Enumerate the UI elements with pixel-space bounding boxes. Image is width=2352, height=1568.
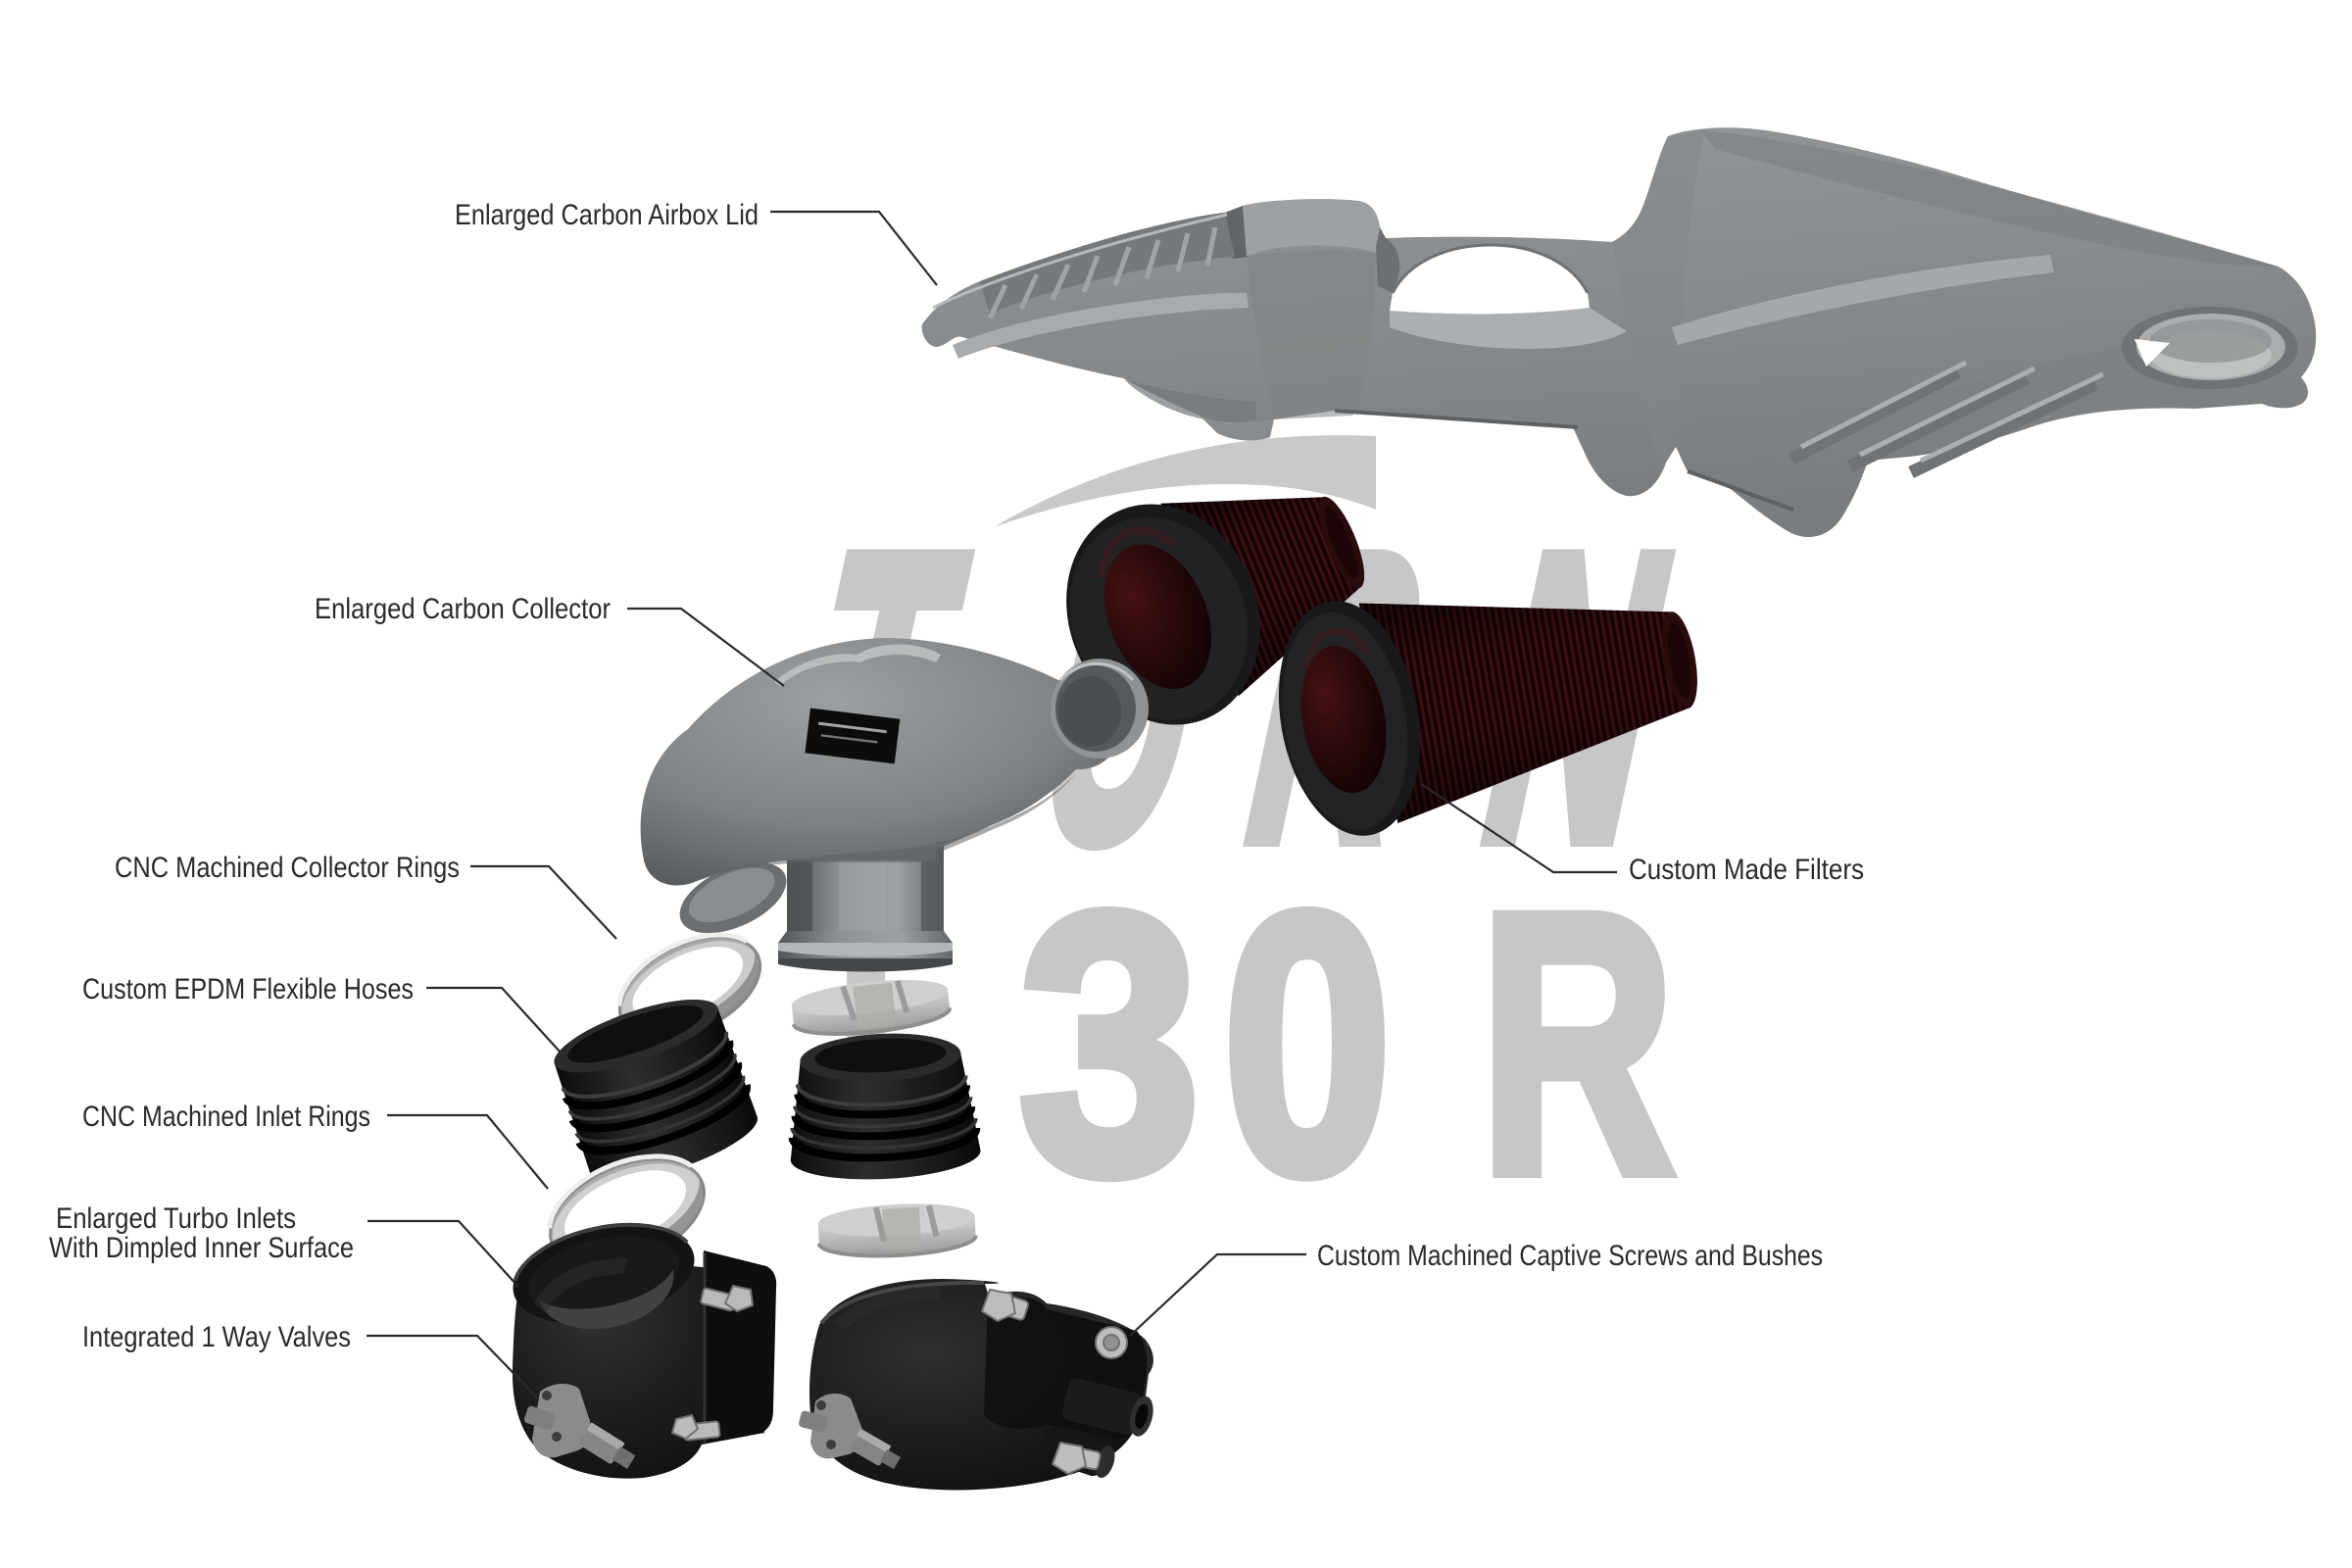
- svg-text:CNC Machined Inlet Rings: CNC Machined Inlet Rings: [82, 1101, 370, 1133]
- svg-text:Integrated 1 Way Valves: Integrated 1 Way Valves: [82, 1321, 351, 1353]
- svg-text:Custom Made Filters: Custom Made Filters: [1629, 854, 1864, 886]
- svg-text:Custom EPDM Flexible Hoses: Custom EPDM Flexible Hoses: [82, 973, 414, 1005]
- svg-text:CNC Machined Collector Rings: CNC Machined Collector Rings: [115, 852, 460, 884]
- svg-text:With Dimpled Inner Surface: With Dimpled Inner Surface: [49, 1232, 354, 1264]
- svg-text:3: 3: [1019, 838, 1200, 1250]
- svg-text:R: R: [1480, 836, 1675, 1249]
- svg-text:Enlarged Turbo Inlets: Enlarged Turbo Inlets: [56, 1202, 296, 1235]
- svg-text:0: 0: [1223, 838, 1392, 1250]
- svg-text:Enlarged Carbon Collector: Enlarged Carbon Collector: [315, 593, 611, 625]
- svg-text:Enlarged Carbon Airbox Lid: Enlarged Carbon Airbox Lid: [455, 199, 759, 231]
- svg-text:Custom Machined Captive Screws: Custom Machined Captive Screws and Bushe…: [1317, 1240, 1823, 1272]
